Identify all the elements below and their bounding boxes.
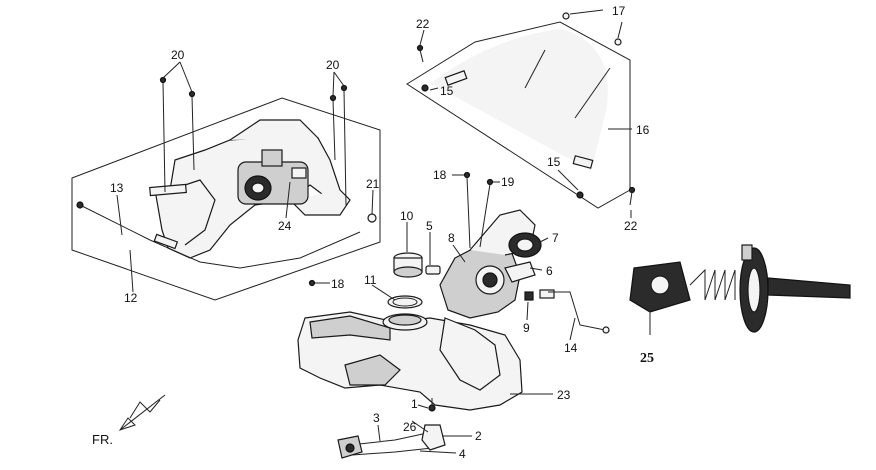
callout-22b: 22 [624, 219, 638, 233]
callout-11: 11 [364, 273, 377, 287]
callout-6: 6 [546, 264, 553, 278]
release-cable [76, 201, 361, 269]
callout-13: 13 [110, 181, 124, 195]
callout-26: 26 [403, 420, 417, 434]
nut [367, 213, 377, 223]
callout-23: 23 [557, 388, 571, 402]
callout-4: 4 [459, 447, 466, 461]
callout-7: 7 [552, 231, 559, 245]
callout-24: 24 [278, 219, 292, 233]
filler-lid [508, 232, 542, 258]
canister-bracket-panel [71, 61, 381, 301]
callout-16: 16 [636, 123, 650, 137]
callout-3: 3 [373, 411, 380, 425]
callout-18a: 18 [433, 168, 447, 182]
callout-25: 25 [640, 351, 654, 366]
callout-2: 2 [475, 429, 482, 443]
callout-1: 1 [411, 397, 418, 411]
callout-19: 19 [501, 175, 515, 189]
callout-9: 9 [523, 321, 530, 335]
fr-label: FR. [92, 432, 113, 447]
fuel-cap [387, 252, 423, 309]
vent-hose-panel [406, 9, 636, 218]
callout-21: 21 [366, 177, 380, 191]
filler-housing [439, 209, 536, 391]
callout-18b: 18 [331, 277, 345, 291]
spring-latch [629, 244, 851, 335]
callout-labels: 20 20 22 17 15 16 15 22 13 21 24 12 18 1… [92, 4, 654, 461]
callout-22a: 22 [416, 17, 430, 31]
fuel-pump-parts [337, 398, 446, 459]
callout-8: 8 [448, 231, 455, 245]
charcoal-canister [237, 149, 309, 205]
callout-15b: 15 [547, 155, 561, 169]
callout-15a: 15 [440, 84, 454, 98]
callout-12: 12 [124, 291, 138, 305]
fuel-tank-assembly [297, 171, 610, 459]
callout-20b: 20 [326, 58, 340, 72]
callout-14: 14 [564, 341, 578, 355]
front-direction-arrow [118, 394, 166, 431]
callout-17: 17 [612, 4, 626, 18]
callout-5: 5 [426, 219, 433, 233]
callout-10: 10 [400, 209, 414, 223]
callout-20a: 20 [171, 48, 185, 62]
